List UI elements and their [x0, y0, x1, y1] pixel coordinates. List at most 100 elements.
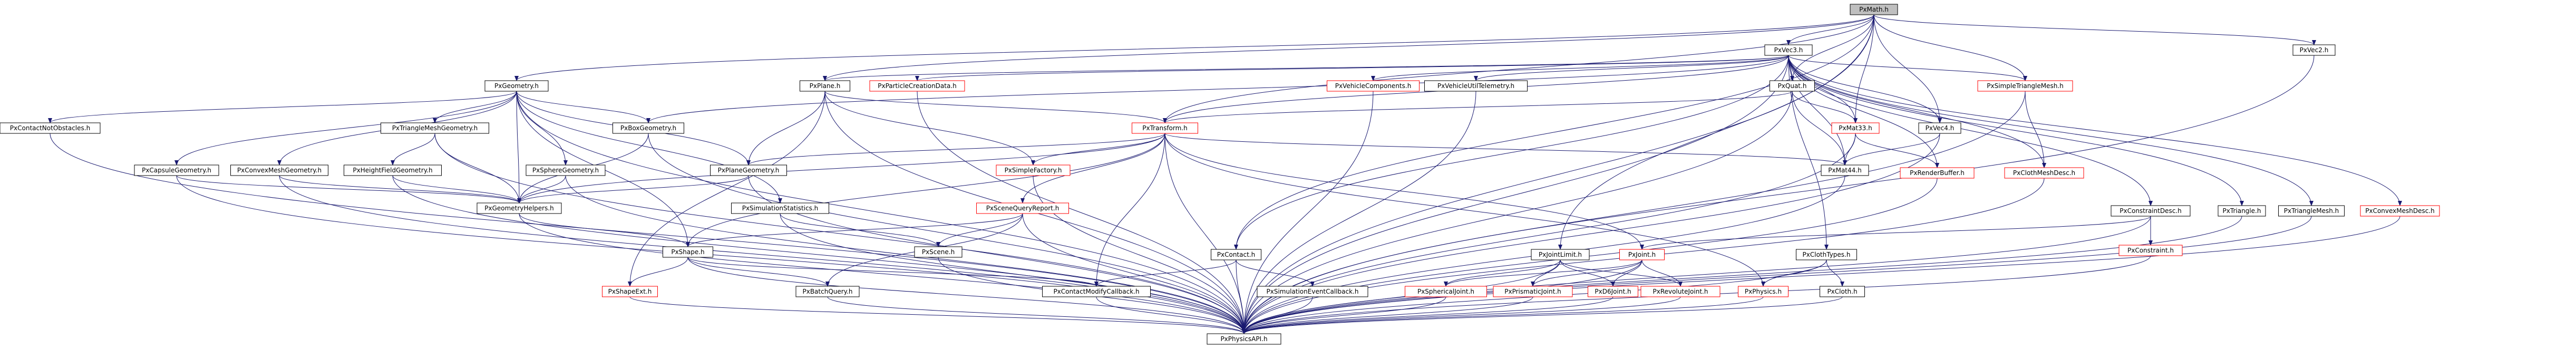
- edge-px-math-to-px-contact: [1234, 14, 1874, 250]
- node-px-revolute-joint[interactable]: PxRevoluteJoint.h: [1640, 286, 1720, 297]
- edge-px-math-to-px-simple-triangle-mesh: [1873, 14, 2027, 81]
- edge-px-math-to-px-geometry: [514, 14, 1874, 81]
- node-px-d6-joint[interactable]: PxD6Joint.h: [1588, 286, 1638, 297]
- edge-px-scene-query-report-to-px-physics-api: [1022, 213, 1246, 334]
- edge-px-quat-to-px-physics-api: [1242, 91, 1793, 334]
- edge-px-shape-to-px-physics-api: [687, 257, 1246, 334]
- node-box: [1977, 80, 2073, 92]
- node-px-simple-triangle-mesh[interactable]: PxSimpleTriangleMesh.h: [1977, 80, 2073, 92]
- node-label: PxMat44.h: [1828, 167, 1861, 174]
- node-px-math[interactable]: PxMath.h: [1850, 4, 1898, 15]
- node-box: [710, 164, 787, 176]
- node-box: [1850, 4, 1898, 15]
- node-px-simple-factory[interactable]: PxSimpleFactory.h: [996, 164, 1071, 176]
- edge-px-d6-joint-to-px-physics-api: [1242, 296, 1613, 334]
- node-box: [134, 164, 219, 176]
- edge-px-vec3-to-px-vehicle-util-telemetry: [1474, 55, 1789, 81]
- node-box: [1821, 164, 1869, 176]
- edge-px-vec3-to-px-convex-mesh-desc: [1788, 55, 2402, 206]
- node-px-vehicle-util-telemetry[interactable]: PxVehicleUtilTelemetry.h: [1424, 80, 1528, 92]
- node-px-vehicle-components[interactable]: PxVehicleComponents.h: [1327, 80, 1420, 92]
- node-px-scene[interactable]: PxScene.h: [914, 246, 963, 258]
- node-px-shape-ext[interactable]: PxShapeExt.h: [602, 286, 658, 297]
- node-px-constraint-desc[interactable]: PxConstraintDesc.h: [2111, 205, 2191, 217]
- node-px-triangle[interactable]: PxTriangle.h: [2218, 205, 2266, 217]
- edge-px-contact-to-px-contact-modify-callback: [1094, 259, 1237, 287]
- edge-px-transform-to-px-scene-query-report: [1020, 133, 1165, 203]
- node-label: PxQuat.h: [1778, 82, 1807, 90]
- node-box: [869, 80, 965, 92]
- node-px-physics-api[interactable]: PxPhysicsAPI.h: [1207, 333, 1281, 345]
- edge-px-spherical-joint-to-px-physics-api: [1242, 296, 1446, 334]
- node-label: PxVec2.h: [2300, 46, 2329, 54]
- node-label: PxSimulationEventCallback.h: [1267, 288, 1359, 295]
- node-px-geometry[interactable]: PxGeometry.h: [484, 80, 549, 92]
- node-px-physics[interactable]: PxPhysics.h: [1738, 286, 1788, 297]
- edge-px-particle-creation-data-to-px-physics-api: [917, 91, 1246, 334]
- node-px-cloth-mesh-desc[interactable]: PxClothMeshDesc.h: [2004, 167, 2084, 179]
- node-px-contact-modify-callback[interactable]: PxContactModifyCallback.h: [1042, 286, 1151, 297]
- node-px-quat[interactable]: PxQuat.h: [1770, 80, 1815, 92]
- node-px-vec2[interactable]: PxVec2.h: [2292, 44, 2336, 56]
- edge-px-revolute-joint-to-px-physics-api: [1242, 296, 1681, 334]
- node-box: [2118, 245, 2183, 256]
- node-px-contact-not-obstacles[interactable]: PxContactNotObstacles.h: [0, 122, 101, 134]
- node-px-contact[interactable]: PxContact.h: [1211, 249, 1261, 260]
- node-px-constraint[interactable]: PxConstraint.h: [2118, 245, 2183, 256]
- node-px-plane[interactable]: PxPlane.h: [800, 80, 850, 92]
- node-px-joint[interactable]: PxJoint.h: [1619, 249, 1665, 260]
- node-px-spherical-joint[interactable]: PxSphericalJoint.h: [1405, 286, 1487, 297]
- node-px-capsule-geometry[interactable]: PxCapsuleGeometry.h: [134, 164, 219, 176]
- node-px-joint-limit[interactable]: PxJointLimit.h: [1531, 249, 1590, 260]
- node-px-cloth[interactable]: PxCloth.h: [1820, 286, 1865, 297]
- node-px-vec3[interactable]: PxVec3.h: [1764, 44, 1813, 56]
- node-px-sphere-geometry[interactable]: PxSphereGeometry.h: [526, 164, 606, 176]
- edge-px-math-to-px-plane: [823, 14, 1874, 81]
- node-px-scene-query-report[interactable]: PxSceneQueryReport.h: [976, 202, 1069, 214]
- node-px-height-field-geometry[interactable]: PxHeightFieldGeometry.h: [344, 164, 442, 176]
- node-px-render-buffer[interactable]: PxRenderBuffer.h: [1900, 167, 1975, 179]
- node-px-mat33[interactable]: PxMat33.h: [1831, 122, 1880, 134]
- node-label: PxCloth.h: [1827, 288, 1857, 295]
- edge-px-contact-to-px-physics-api: [1236, 259, 1246, 334]
- node-px-cloth-types[interactable]: PxClothTypes.h: [1796, 249, 1857, 260]
- node-px-convex-mesh-geometry[interactable]: PxConvexMeshGeometry.h: [230, 164, 328, 176]
- edge-px-transform-to-px-mat44: [1164, 133, 1847, 166]
- node-label: PxMat33.h: [1839, 124, 1872, 132]
- node-box: [1424, 80, 1528, 92]
- edge-px-convex-mesh-geometry-to-px-physics-api: [279, 175, 1246, 334]
- edge-px-plane-to-px-plane-geometry: [746, 91, 825, 166]
- node-box: [526, 164, 606, 176]
- node-px-triangle-mesh[interactable]: PxTriangleMesh.h: [2278, 205, 2345, 217]
- node-px-mat44[interactable]: PxMat44.h: [1821, 164, 1869, 176]
- edge-px-geometry-to-px-geometry-helpers: [516, 91, 521, 203]
- node-px-convex-mesh-desc[interactable]: PxConvexMeshDesc.h: [2360, 205, 2440, 217]
- node-box: [1132, 122, 1198, 134]
- edge-px-capsule-geometry-to-px-geometry-helpers: [176, 175, 521, 203]
- node-px-triangle-mesh-geometry[interactable]: PxTriangleMeshGeometry.h: [381, 122, 489, 134]
- node-px-particle-creation-data[interactable]: PxParticleCreationData.h: [869, 80, 965, 92]
- edge-px-plane-to-px-transform: [824, 91, 1167, 123]
- node-px-box-geometry[interactable]: PxBoxGeometry.h: [613, 122, 684, 134]
- node-box: [795, 286, 860, 297]
- edge-px-joint-limit-to-px-spherical-joint: [1444, 259, 1561, 287]
- node-px-plane-geometry[interactable]: PxPlaneGeometry.h: [710, 164, 787, 176]
- node-px-geometry-helpers[interactable]: PxGeometryHelpers.h: [477, 202, 562, 214]
- node-px-simulation-statistics[interactable]: PxSimulationStatistics.h: [731, 202, 829, 214]
- edge-px-vec3-to-px-contact: [1234, 55, 1789, 250]
- node-px-simulation-event-callback[interactable]: PxSimulationEventCallback.h: [1257, 286, 1368, 297]
- edge-px-vec3-to-px-vehicle-components: [1371, 55, 1789, 81]
- edge-px-scene-query-report-to-px-scene: [936, 213, 1023, 247]
- node-px-batch-query[interactable]: PxBatchQuery.h: [795, 286, 860, 297]
- node-px-prismatic-joint[interactable]: PxPrismaticJoint.h: [1493, 286, 1573, 297]
- edge-px-math-to-px-vec2: [1873, 14, 2316, 45]
- edge-px-vec3-to-px-render-buffer: [1788, 55, 1939, 168]
- node-box: [1770, 80, 1815, 92]
- edge-px-contact-not-obstacles-to-px-physics-api: [50, 133, 1246, 334]
- node-px-shape[interactable]: PxShape.h: [663, 246, 713, 258]
- node-label: PxParticleCreationData.h: [878, 82, 957, 90]
- node-px-vec4[interactable]: PxVec4.h: [1918, 122, 1961, 134]
- node-px-transform[interactable]: PxTransform.h: [1132, 122, 1198, 134]
- node-label: PxMath.h: [1859, 6, 1889, 13]
